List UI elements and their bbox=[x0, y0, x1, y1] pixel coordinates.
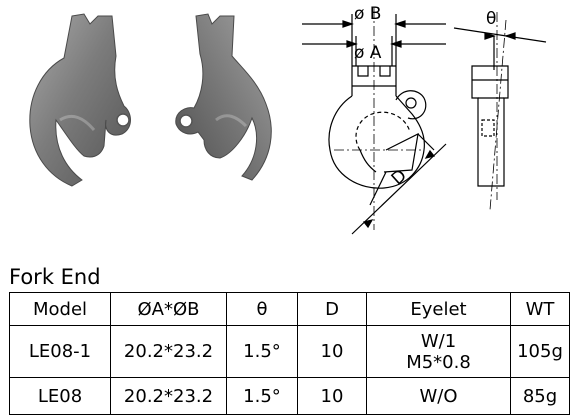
cell-d: 10 bbox=[297, 325, 367, 378]
figure-area: ø B ø A D θ bbox=[29, 4, 547, 235]
cell-wt: 85g bbox=[510, 377, 570, 415]
cell-ab: 20.2*23.2 bbox=[110, 325, 227, 378]
header-model: Model bbox=[9, 292, 111, 326]
header-wt: WT bbox=[510, 292, 570, 326]
table-header-row: Model ØA*ØB θ D Eyelet WT bbox=[9, 292, 570, 326]
cell-model: LE08 bbox=[9, 377, 111, 415]
technical-drawing: ø B ø A D θ bbox=[302, 4, 547, 235]
cell-wt: 105g bbox=[510, 325, 570, 378]
fork-end-right bbox=[175, 13, 272, 181]
section-title: Fork End bbox=[9, 265, 101, 289]
eyelet-line: W/1 bbox=[420, 330, 457, 352]
spec-table: Model ØA*ØB θ D Eyelet WT LE08-1 20.2*23… bbox=[9, 292, 570, 415]
cell-theta: 1.5° bbox=[226, 325, 298, 378]
fork-end-left bbox=[29, 13, 131, 187]
dim-theta-label: θ bbox=[486, 9, 496, 29]
cell-d: 10 bbox=[297, 377, 367, 415]
cell-theta: 1.5° bbox=[226, 377, 298, 415]
cell-model: LE08-1 bbox=[9, 325, 111, 378]
table-row: LE08 20.2*23.2 1.5° 10 W/O 85g bbox=[9, 377, 570, 415]
dim-a-label: ø A bbox=[354, 43, 382, 63]
header-theta: θ bbox=[226, 292, 298, 326]
table-row: LE08-1 20.2*23.2 1.5° 10 W/1 M5*0.8 105g bbox=[9, 325, 570, 378]
eyelet-line: W/O bbox=[419, 385, 458, 407]
header-d: D bbox=[297, 292, 367, 326]
cell-eyelet: W/1 M5*0.8 bbox=[366, 325, 511, 378]
header-ab: ØA*ØB bbox=[110, 292, 227, 326]
fork-end-photo bbox=[29, 13, 272, 187]
dim-b-label: ø B bbox=[354, 4, 381, 24]
header-eyelet: Eyelet bbox=[366, 292, 511, 326]
cell-eyelet: W/O bbox=[366, 377, 511, 415]
cell-ab: 20.2*23.2 bbox=[110, 377, 227, 415]
eyelet-line: M5*0.8 bbox=[406, 351, 471, 373]
